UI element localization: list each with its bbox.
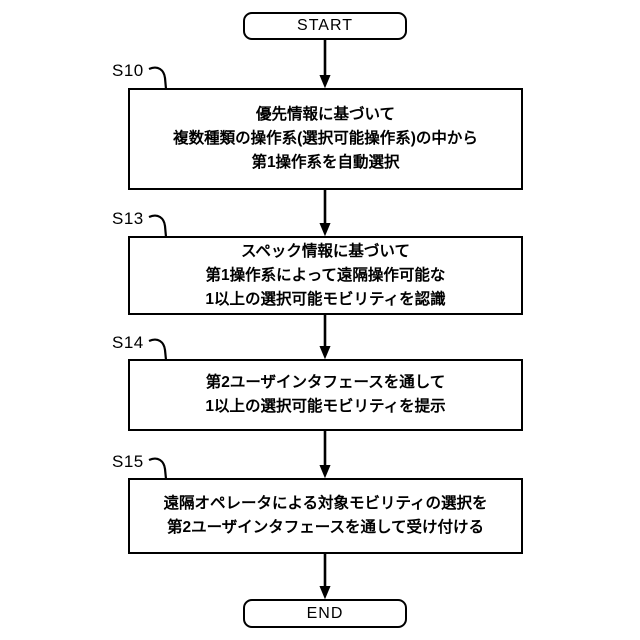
start-label: START xyxy=(297,17,353,34)
step-text-line: 第2ユーザインタフェースを通して受け付ける xyxy=(166,519,485,536)
step-text-line: 第1操作系を自動選択 xyxy=(251,154,400,171)
step-label-s15: S15 xyxy=(112,452,144,471)
step-box-s13: スペック情報に基づいて 第1操作系によって遠隔操作可能な 1以上の選択可能モビリ… xyxy=(128,236,523,315)
step-text-line: 第1操作系によって遠隔操作可能な xyxy=(205,266,446,284)
step-label-s14: S14 xyxy=(112,333,144,352)
step-text-line: 1以上の選択可能モビリティを認識 xyxy=(205,290,446,308)
arrowhead-end xyxy=(319,586,331,600)
step-text-line: 第2ユーザインタフェースを通して xyxy=(205,374,446,391)
arrowhead-s10 xyxy=(319,75,331,89)
step-text-line: 複数種類の操作系(選択可能操作系)の中から xyxy=(173,130,478,147)
start-node: START xyxy=(243,12,407,40)
arrowhead-s13 xyxy=(319,223,331,237)
end-node: END xyxy=(243,599,407,628)
step-text-line: スペック情報に基づいて xyxy=(241,242,410,260)
step-text-line: 1以上の選択可能モビリティを提示 xyxy=(205,398,446,415)
step-box-s14: 第2ユーザインタフェースを通して 1以上の選択可能モビリティを提示 xyxy=(128,359,523,431)
step-box-s10: 優先情報に基づいて 複数種類の操作系(選択可能操作系)の中から 第1操作系を自動… xyxy=(128,88,523,190)
label-curve-s10 xyxy=(148,66,168,90)
arrowhead-s14 xyxy=(319,346,331,360)
step-label-s10: S10 xyxy=(112,61,144,80)
label-curve-s14 xyxy=(148,338,168,361)
end-label: END xyxy=(306,604,344,622)
label-curve-s13 xyxy=(148,214,168,238)
step-text-line: 遠隔オペレータによる対象モビリティの選択を xyxy=(163,495,488,512)
step-text-line: 優先情報に基づいて xyxy=(255,106,396,123)
label-curve-s15 xyxy=(148,457,168,480)
step-box-s15: 遠隔オペレータによる対象モビリティの選択を 第2ユーザインタフェースを通して受け… xyxy=(128,478,523,554)
arrowhead-s15 xyxy=(319,465,331,479)
step-label-s13: S13 xyxy=(112,209,144,228)
